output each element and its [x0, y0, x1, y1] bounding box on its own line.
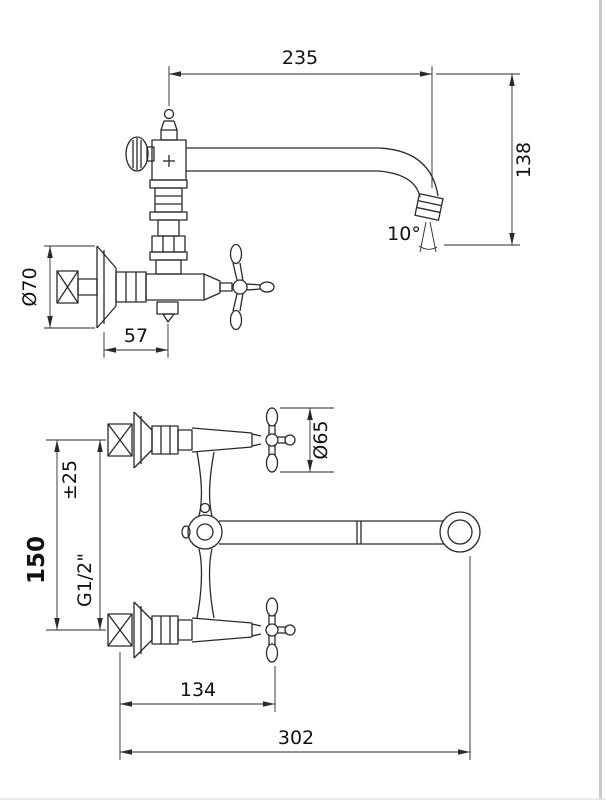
- dim-label-spout-reach: 235: [282, 47, 318, 69]
- dim-flange-diameter: Ø70: [19, 245, 95, 329]
- top-valve-and-handwheel: [125, 108, 187, 181]
- dim-label-flow-angle: 10°: [387, 223, 421, 245]
- riser-column: [149, 179, 188, 275]
- dim-wall-offset: 57: [103, 324, 169, 358]
- dim-label-handle-offset: 134: [180, 679, 216, 701]
- dim-height: 138: [436, 73, 535, 246]
- dim-label-wall-offset: 57: [124, 325, 148, 347]
- dim-label-overall-reach: 302: [278, 727, 314, 749]
- dim-label-height: 138: [513, 142, 535, 178]
- valve-body-side: [115, 271, 221, 323]
- top-view: 10° 235 138 Ø70: [19, 47, 535, 358]
- wall-mount-flange-side: [56, 245, 117, 329]
- dim-spout-reach: 235: [168, 47, 433, 188]
- mixer-body-front: [181, 427, 253, 643]
- dim-handle-diameter: Ø65: [280, 407, 334, 473]
- cross-handle-side: [219, 243, 275, 331]
- dim-overall-reach: 302: [120, 556, 471, 760]
- spout-side: [186, 147, 444, 221]
- aerator: [414, 193, 444, 221]
- spout-front: [219, 511, 481, 553]
- flow-angle-indicator: [418, 221, 438, 253]
- inlet-top: [107, 411, 193, 469]
- dim-label-thread-size: G1/2": [74, 553, 96, 607]
- cross-handle-top-front: [251, 407, 296, 473]
- dim-label-tolerance: ±25: [59, 460, 81, 500]
- dim-label-inlet-centers: 150: [24, 536, 50, 584]
- dim-label-flange-diameter: Ø70: [19, 267, 41, 306]
- cross-handle-bottom-front: [251, 597, 296, 663]
- inlet-bottom: [107, 601, 193, 659]
- dim-inlet-centers: 150 ±25 G1/2": [24, 439, 106, 631]
- dim-label-handle-diameter: Ø65: [310, 420, 332, 459]
- bottom-view: Ø65 150 ±25 G1/2" 134 302: [24, 407, 481, 760]
- dim-handle-offset: 134: [119, 652, 276, 760]
